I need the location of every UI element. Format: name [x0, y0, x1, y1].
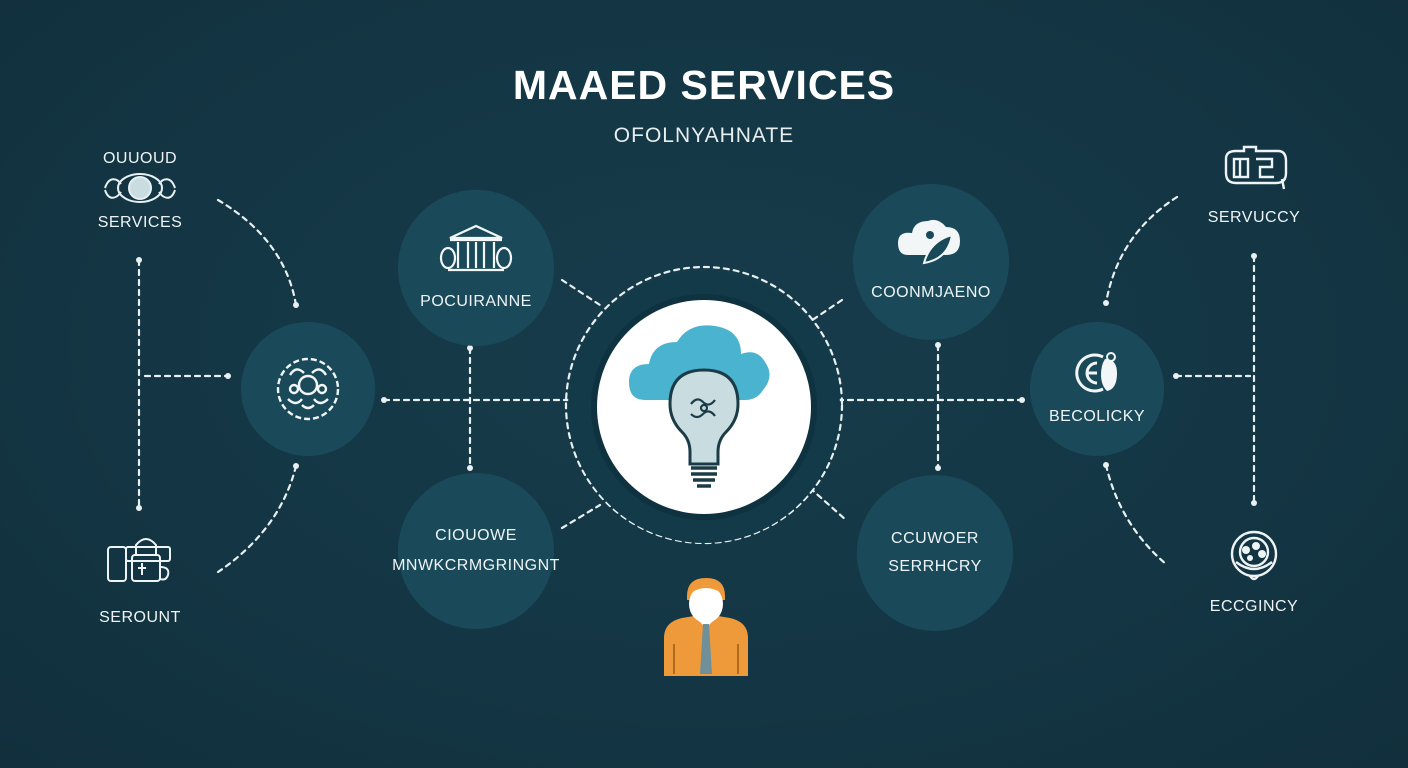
node-label: POCUIRANNE	[420, 293, 532, 310]
node-servicy: SERVUCCY	[1190, 145, 1318, 227]
node-cloud-services: OUUOUD SERVICES	[80, 150, 200, 232]
node-label-bottom: SERVICES	[97, 214, 183, 231]
node-label-bottom: SERRHCRY	[888, 558, 982, 575]
node-label-top: CIOUOWE	[435, 527, 517, 544]
node-label-top: CCUWOER	[891, 530, 979, 547]
page-subtitle: OFOLNYAHNATE	[613, 124, 795, 147]
page-title: MAAED SERVICES	[512, 62, 896, 108]
node-management: CIOUOWE MNWKCRMGRINGNT	[392, 473, 559, 629]
node-community: COONMJAENO	[853, 184, 1009, 340]
node-governance: POCUIRANNE	[398, 190, 554, 346]
node-ornament	[241, 322, 375, 456]
node-cloud-security: CCUWOER SERRHCRY	[857, 475, 1013, 631]
cloud-lightbulb-icon	[629, 325, 770, 488]
businessman-icon	[664, 578, 748, 676]
node-label: ECCGINCY	[1209, 598, 1299, 615]
node-label: SEROUNT	[99, 609, 181, 626]
shopping-bags-icon	[107, 538, 171, 582]
hub-cloud-lightbulb	[597, 300, 811, 514]
node-label: COONMJAENO	[871, 284, 991, 301]
security-face-icon	[1075, 352, 1117, 393]
node-label: SERVUCCY	[1207, 209, 1301, 226]
device-icon	[1224, 145, 1288, 190]
node-label-bottom: MNWKCRMGRINGNT	[392, 557, 560, 574]
courthouse-icon	[439, 224, 513, 272]
node-becolicky: BECOLICKY	[1030, 322, 1164, 456]
floral-ornament-icon	[276, 357, 340, 421]
node-seround: SEROUNT	[80, 535, 200, 627]
ornate-badge-icon	[104, 173, 176, 203]
node-ecoginy: ECCGINCY	[1190, 528, 1318, 616]
node-label-top: OUUOUD	[102, 150, 178, 167]
person-figure	[656, 578, 756, 683]
node-label: BECOLICKY	[1048, 408, 1146, 425]
globe-network-icon	[1230, 530, 1278, 581]
cloud-leaf-icon	[898, 219, 960, 265]
